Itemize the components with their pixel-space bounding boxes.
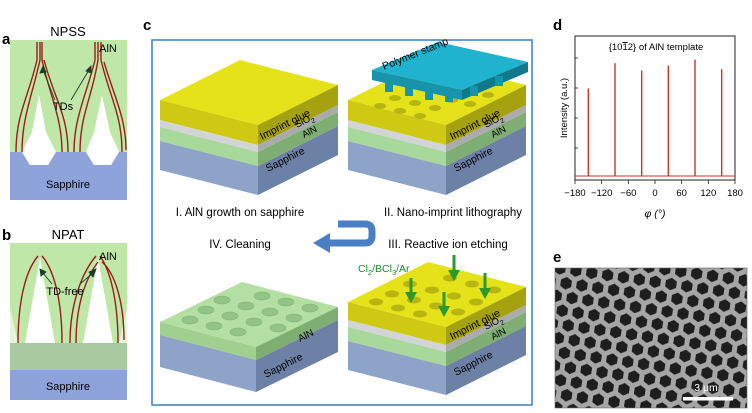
chart-peaks [575, 59, 735, 177]
scalebar [683, 397, 733, 401]
panel-e-letter: e [553, 249, 561, 266]
panel-a-letter: a [2, 31, 11, 48]
panel-c: c Imprint glue SiO2 AlN Sapphire [143, 17, 533, 406]
chart-ylabel: Intensity (a.u.) [559, 78, 570, 138]
panel-c-frame [151, 39, 533, 406]
panel-b-letter: b [2, 227, 11, 244]
step-4-label: IV. Cleaning [209, 239, 271, 251]
block-3-ion-etching: Imprint glue SiO2 AlN Sapphire [348, 255, 526, 395]
panel-b-aln-label: AlN [99, 251, 117, 263]
panel-b-void-left [25, 258, 55, 343]
chart-x-tick-label: 60 [676, 188, 687, 199]
gas-label: Cl2/BCl3/Ar [358, 263, 410, 277]
panel-a-title: NPSS [50, 24, 86, 39]
block-4-aln-holes [181, 291, 319, 337]
panel-b-dislocations [17, 255, 125, 344]
chart-x-tick-label: −120 [591, 188, 612, 199]
panel-a-void-right [86, 95, 119, 165]
process-loop-arrow [313, 220, 376, 253]
panel-a: a NPSS AlN TDs Sapphire [2, 24, 127, 200]
panel-b-aln-template-layer [10, 343, 127, 370]
panel-a-sapphire-substrate [10, 152, 127, 200]
chart-title: {1012} of AlN template [609, 42, 704, 53]
chart-x-ticks: −180 −120 −60 0 60 120 180 [564, 180, 743, 199]
chart-xlabel: φ (°) [645, 208, 666, 220]
block-1-aln-growth: Imprint glue SiO2 AlN Sapphire [160, 60, 338, 195]
panel-b-substrate-label: Sapphire [46, 381, 90, 393]
panel-b-void-right [83, 258, 113, 343]
panel-b-tdfree-arrows [39, 268, 97, 285]
scalebar-label: 3 μm [694, 382, 718, 394]
block-2-stamp-pillars [385, 76, 503, 102]
sem-image [555, 268, 747, 408]
chart-plot-frame [574, 35, 736, 181]
block-2-polymer-stamp-front [372, 70, 462, 100]
block-4-cleaning: AlN Sapphire [160, 282, 338, 392]
panel-a-void-left [22, 95, 56, 165]
panel-d-letter: d [553, 17, 562, 34]
panel-a-tds-label: TDs [53, 101, 74, 113]
step-2-label: II. Nano-imprint lithography [384, 207, 522, 219]
step-3-label: III. Reactive ion etching [388, 239, 508, 251]
panel-d: d {1012} of AlN template Intensity (a.u.… [553, 17, 743, 220]
block-3-etch-arrows [405, 255, 491, 317]
chart-y-minor-ticks [575, 57, 578, 149]
chart-x-tick-label: 180 [727, 188, 743, 199]
step-1-label: I. AlN growth on sapphire [176, 207, 305, 219]
sem-image-border [554, 267, 748, 409]
block-2-nano-imprint: Polymer stamp Imprint glue SiO2 AlN Sapp… [348, 35, 528, 195]
panel-e: e 3 μm [553, 249, 748, 409]
chart-x-tick-label: −180 [564, 188, 585, 199]
panel-b-title: NPAT [52, 227, 85, 242]
panel-a-dislocations [15, 42, 127, 153]
panel-c-letter: c [143, 17, 151, 34]
panel-a-tds-arrows [39, 64, 92, 101]
panel-b: b NPAT AlN TD-free Sapphire [2, 227, 127, 400]
panel-a-substrate-label: Sapphire [46, 179, 90, 191]
chart-x-tick-label: −60 [620, 188, 636, 199]
block-2-polymer-stamp-top [372, 42, 528, 90]
panel-b-sapphire-substrate [10, 370, 127, 400]
chart-x-tick-label: 120 [700, 188, 716, 199]
panel-a-aln-label: AlN [99, 43, 117, 55]
chart-x-tick-label: 0 [652, 188, 657, 199]
panel-b-tdfree-label: TD-free [46, 286, 83, 298]
